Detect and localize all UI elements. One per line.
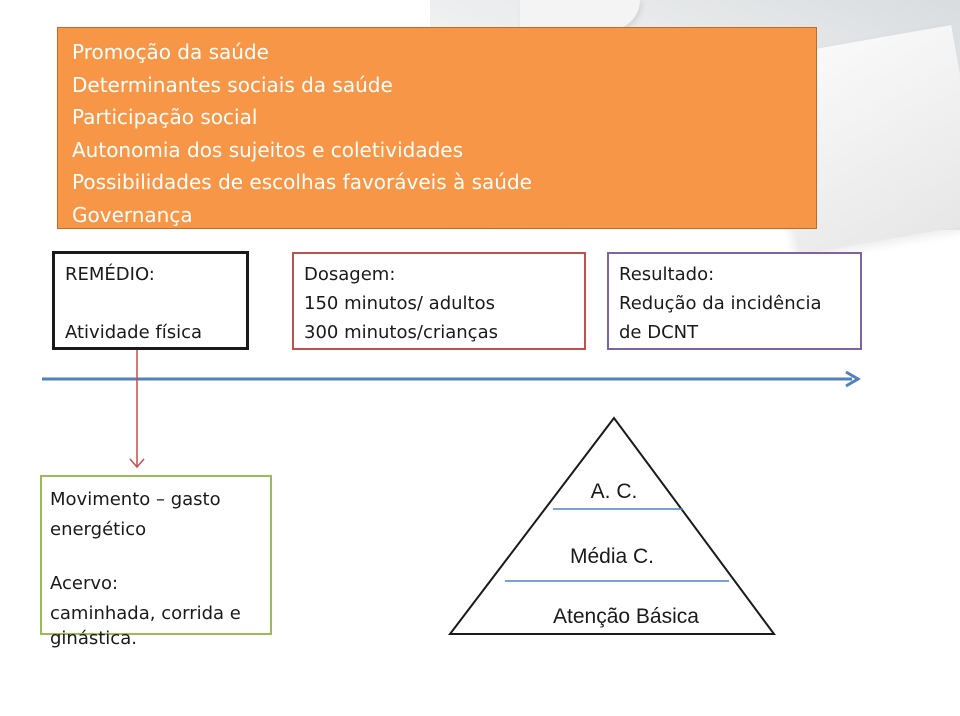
health-promotion-box: Promoção da saúde Determinantes sociais … bbox=[57, 27, 817, 229]
movimento-line: energético bbox=[50, 519, 147, 540]
background-object bbox=[520, 0, 640, 30]
pyramid-top-label: A. C. bbox=[590, 480, 638, 503]
pyramid-middle-label: Média C. bbox=[569, 545, 655, 568]
dosagem-title: Dosagem: bbox=[304, 264, 396, 285]
movimento-box: Movimento – gasto energético Acervo: cam… bbox=[40, 475, 272, 649]
movimento-line: Movimento – gasto bbox=[50, 489, 221, 510]
remedio-box: REMÉDIO: Atividade física bbox=[52, 251, 249, 350]
pyramid bbox=[447, 416, 776, 635]
resultado-box: Resultado: Redução da incidência de DCNT bbox=[607, 252, 862, 350]
acervo-line: caminhada, corrida e bbox=[50, 603, 241, 624]
top-box-line: Determinantes sociais da saúde bbox=[72, 72, 393, 97]
dosagem-adults: 150 minutos/ adultos bbox=[304, 293, 495, 314]
top-box-line: Possibilidades de escolhas favoráveis à … bbox=[72, 170, 532, 194]
acervo-line: ginástica. bbox=[50, 628, 137, 649]
down-connector-arrowhead bbox=[129, 458, 145, 469]
acervo-title: Acervo: bbox=[50, 573, 119, 594]
pyramid-bottom-label: Atenção Básica bbox=[553, 605, 699, 628]
resultado-title: Resultado: bbox=[619, 264, 715, 285]
top-box-line: Promoção da saúde bbox=[72, 40, 269, 64]
top-box-line: Participação social bbox=[72, 105, 258, 129]
timeline-arrowhead bbox=[845, 370, 861, 388]
resultado-line: Redução da incidência bbox=[619, 293, 822, 314]
top-box-line: Autonomia dos sujeitos e coletividades bbox=[72, 137, 463, 162]
remedio-title: REMÉDIO: bbox=[65, 264, 155, 285]
resultado-line: de DCNT bbox=[619, 322, 699, 343]
top-box-line: Governança bbox=[72, 202, 193, 227]
dosagem-box: Dosagem: 150 minutos/ adultos 300 minuto… bbox=[292, 252, 586, 350]
dosagem-children: 300 minutos/crianças bbox=[304, 322, 498, 343]
remedio-value: Atividade física bbox=[65, 322, 203, 343]
